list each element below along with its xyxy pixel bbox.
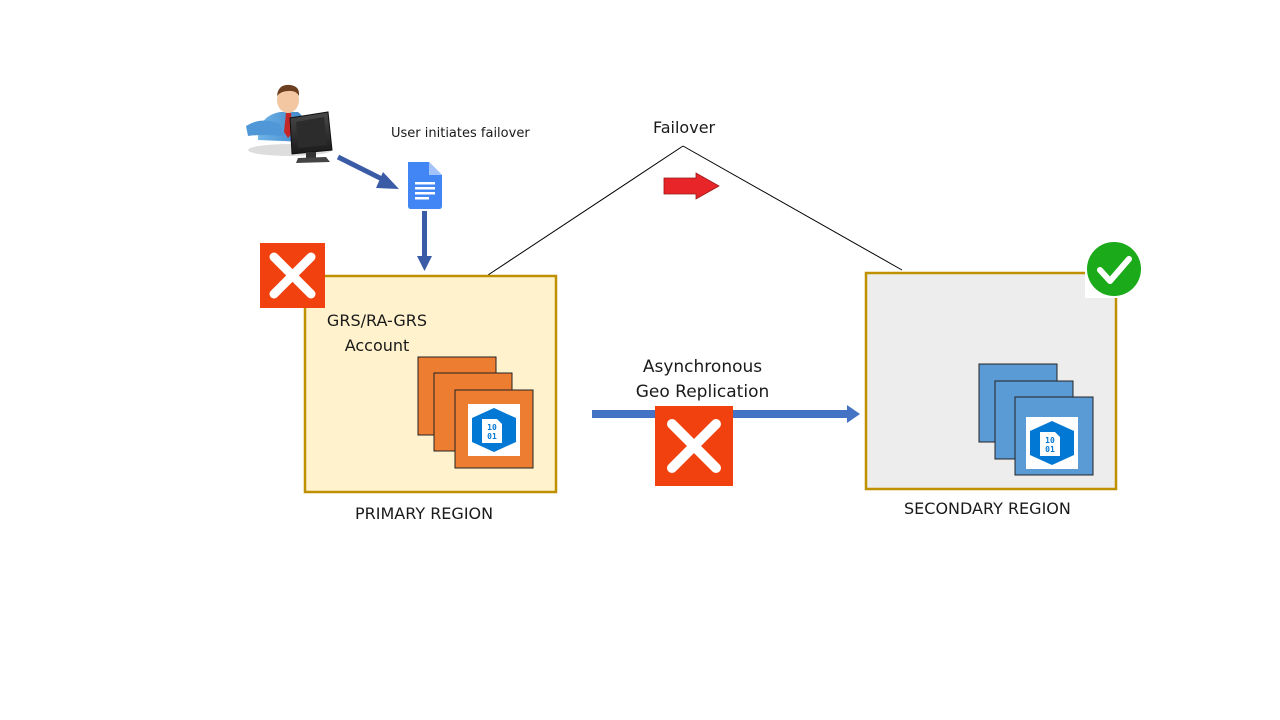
close-icon (269, 252, 316, 299)
failover-label: Failover (653, 118, 716, 137)
replication-label-line2: Geo Replication (635, 382, 770, 402)
failover-direction-arrow (663, 172, 720, 200)
primary-fail-mark (260, 243, 325, 308)
blob-icon-digits-bottom: 01 (1045, 445, 1055, 454)
user-action-label: User initiates failover (391, 126, 530, 141)
check-icon (1097, 256, 1132, 284)
replication-fail-mark (655, 406, 733, 486)
secondary-region-label: SECONDARY REGION (904, 499, 1071, 518)
user-at-computer-icon (246, 84, 333, 163)
close-icon (667, 419, 721, 473)
blob-icon-digits-bottom: 01 (487, 432, 497, 441)
primary-storage-stack: 10 01 (417, 356, 534, 469)
failover-path (487, 145, 903, 276)
document-icon (408, 162, 442, 209)
document-to-primary-arrow (417, 211, 432, 271)
blob-icon-digits-top: 10 (487, 423, 497, 432)
replication-label: Asynchronous Geo Replication (620, 355, 785, 405)
user-to-document-arrow (336, 154, 399, 189)
blob-icon-digits-top: 10 (1045, 436, 1055, 445)
secondary-success-mark (1085, 240, 1143, 298)
azure-blob-storage-icon: 10 01 (1030, 421, 1074, 465)
secondary-storage-stack: 10 01 (978, 363, 1094, 476)
account-label-line2: Account (344, 336, 410, 355)
primary-region-label: PRIMARY REGION (355, 504, 494, 523)
account-label: GRS/RA-GRS Account (322, 308, 432, 358)
account-label-line1: GRS/RA-GRS (326, 311, 428, 330)
azure-blob-storage-icon: 10 01 (472, 408, 516, 452)
replication-label-line1: Asynchronous (642, 357, 763, 377)
